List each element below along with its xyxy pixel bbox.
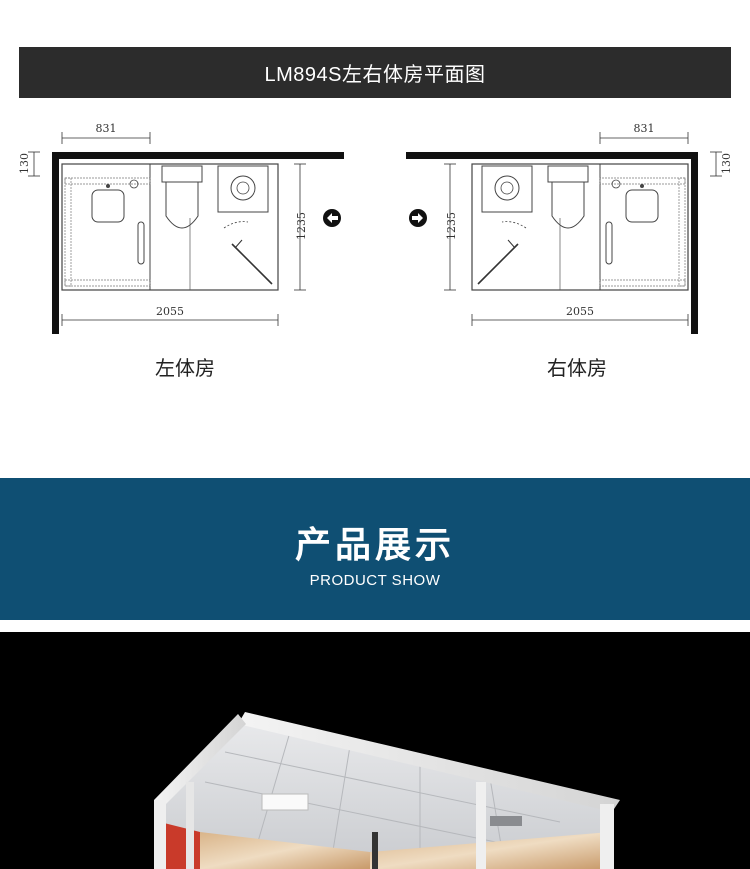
dim-top-label: 831 [634, 122, 655, 135]
section-title-zh: 产品展示 [294, 524, 455, 566]
product-show-banner: 产品展示 PRODUCT SHOW [0, 478, 750, 620]
dim-side-label: 130 [18, 153, 31, 174]
dim-height-label: 1235 [445, 212, 458, 240]
plan-title: LM894S左右体房平面图 [264, 64, 486, 86]
section-title-en: PRODUCT SHOW [309, 571, 441, 589]
divider-strip [0, 620, 750, 632]
dim-side-label: 130 [720, 153, 733, 174]
dim-width-label: 2055 [566, 305, 594, 318]
arrow-right-icon [409, 209, 427, 227]
product-image [0, 632, 750, 869]
caption-left-room: 左体房 [155, 356, 215, 380]
dim-top-label: 831 [96, 122, 117, 135]
dim-height-label: 1235 [295, 212, 308, 240]
caption-right-room: 右体房 [547, 356, 607, 380]
plan-title-bar: LM894S左右体房平面图 [19, 47, 731, 98]
arrow-left-icon [323, 209, 341, 227]
floor-plan-left: 831 130 1235 [10, 118, 350, 338]
dim-width-label: 2055 [156, 305, 184, 318]
floor-plan-right: 831 130 1235 2055 [400, 118, 740, 338]
